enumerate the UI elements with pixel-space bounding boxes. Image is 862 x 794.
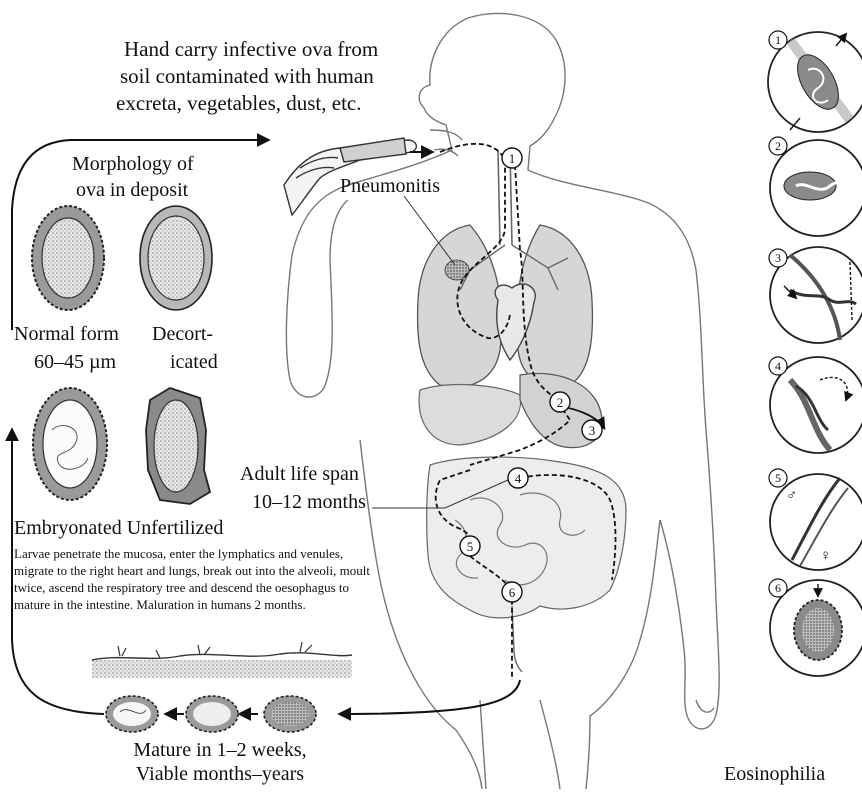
ova-embryonated [33, 388, 107, 500]
soil-strip-illustration [92, 642, 352, 678]
female-symbol: ♀ [820, 548, 831, 564]
inset-2-larva-hatching [770, 140, 862, 236]
inset-number-2: 2 [775, 139, 781, 153]
stage-number-3: 3 [589, 423, 596, 438]
stage-number-5: 5 [467, 539, 474, 554]
morphology-title-line2: ova in deposit [76, 178, 188, 202]
soil-ova-fresh [264, 696, 316, 732]
ova-normal-form [32, 206, 104, 310]
inset-number-4: 4 [775, 359, 781, 373]
ova-unfertilized [146, 388, 210, 504]
eosinophilia-label: Eosinophilia [724, 762, 825, 786]
decorticated-label-line2: icated [170, 350, 218, 374]
decorticated-label-line1: Decort- [152, 322, 213, 346]
inset-number-5: 5 [775, 471, 781, 485]
inset-number-3: 3 [775, 251, 781, 265]
normal-form-label: Normal form [14, 322, 119, 346]
pneumonitis-label: Pneumonitis [340, 174, 440, 198]
male-symbol: ♂ [786, 488, 797, 504]
adult-life-span-line2: 10–12 months [252, 490, 366, 514]
caption-hand-carry-line2: soil contaminated with human [120, 63, 374, 89]
morphology-title-line1: Morphology of [72, 152, 194, 176]
ova-decorticated [140, 206, 212, 310]
inset-5-adult-worms [770, 474, 862, 570]
inset-number-6: 6 [775, 581, 781, 595]
ova-types-label: Embryonated Unfertilized [14, 516, 223, 540]
stage-number-6: 6 [509, 585, 516, 600]
adult-life-span-line1: Adult life span [240, 462, 359, 486]
stage-number-4: 4 [515, 471, 522, 486]
caption-hand-carry-line3: excreta, vegetables, dust, etc. [116, 90, 361, 116]
soil-ova-developing [186, 696, 238, 732]
stage-number-1: 1 [509, 151, 516, 166]
inset-number-1: 1 [775, 33, 781, 47]
soil-maturation-caption-line2: Viable months–years [100, 762, 340, 786]
stage-number-2: 2 [557, 395, 564, 410]
soil-maturation-caption-line1: Mature in 1–2 weeks, [100, 738, 340, 762]
larvae-migration-note: Larvae penetrate the mucosa, enter the l… [14, 545, 372, 613]
normal-form-size: 60–45 µm [34, 350, 116, 374]
excretion-arrow [340, 680, 520, 714]
caption-hand-carry-line1: Hand carry infective ova from [124, 36, 378, 62]
soil-ova-embryonated [106, 696, 158, 732]
